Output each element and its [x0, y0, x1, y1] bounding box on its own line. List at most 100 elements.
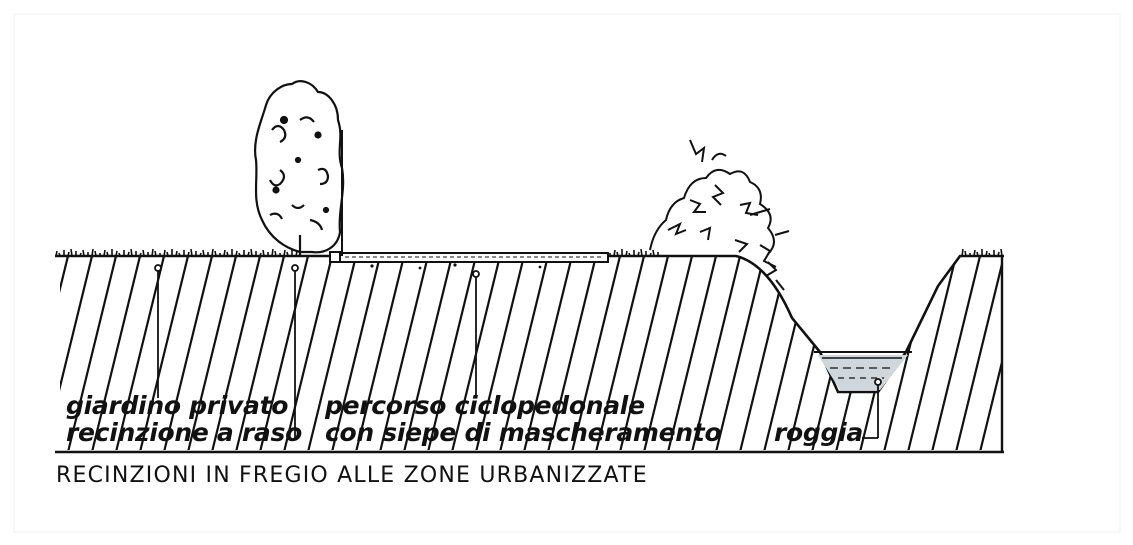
- grass-tick: [58, 252, 61, 257]
- hatch-stroke: [570, 256, 622, 450]
- leader-lines: [154, 264, 882, 439]
- grass-tick: [973, 249, 976, 257]
- grass-tick: [154, 250, 157, 257]
- grass-tick: [250, 248, 253, 257]
- grass-tick: [274, 250, 277, 257]
- grass-tick: [637, 251, 640, 257]
- grass-tick: [976, 251, 979, 257]
- hatch-stroke: [60, 256, 70, 450]
- hatch-stroke: [90, 256, 142, 450]
- hatch-stroke: [690, 256, 742, 450]
- hatch-stroke: [60, 256, 94, 450]
- grass-tick: [649, 252, 652, 257]
- hatch-stroke: [666, 256, 718, 450]
- grass-tick: [223, 249, 226, 257]
- grass-tick: [175, 250, 178, 257]
- grass-tick: [247, 251, 250, 257]
- hatch-stroke: [594, 256, 646, 450]
- grass-tick: [211, 248, 214, 257]
- grass-tick: [166, 251, 169, 257]
- hatch-stroke: [1004, 256, 1052, 452]
- grass-tick: [214, 250, 217, 257]
- hatch-stroke: [66, 256, 118, 450]
- hatch-stroke: [930, 256, 982, 450]
- grass-tick: [199, 252, 202, 257]
- grass-tick: [55, 250, 58, 257]
- hatch-stroke: [330, 256, 382, 450]
- hatch-stroke: [474, 256, 526, 450]
- grass-tick: [238, 252, 241, 257]
- grass-tick: [91, 248, 94, 257]
- grass-tick: [190, 248, 193, 257]
- hatch-stroke: [1076, 256, 1124, 452]
- hatch-stroke: [858, 256, 910, 450]
- hatch-stroke: [882, 256, 934, 450]
- grass-tick: [118, 252, 121, 257]
- hatch-stroke: [954, 256, 1002, 450]
- hatch-stroke: [210, 256, 262, 450]
- grass-tick: [139, 252, 142, 257]
- hatch-stroke: [426, 256, 478, 450]
- grass-tick: [70, 248, 73, 257]
- grass-tick: [271, 248, 274, 257]
- grass-tick: [226, 251, 229, 257]
- label-fence: recinzione a raso: [66, 418, 302, 447]
- paper-edge: [13, 13, 1121, 533]
- grass-tick: [94, 250, 97, 257]
- hatch-stroke: [402, 256, 454, 450]
- label-hedge: con siepe di mascheramento: [325, 418, 721, 447]
- hatch-stroke: [378, 256, 430, 450]
- grass-tick: [1000, 248, 1003, 257]
- grass-tick: [988, 252, 991, 257]
- grass-tick: [961, 248, 964, 257]
- grass-tick: [613, 249, 616, 257]
- grass-tick: [235, 250, 238, 257]
- fence-post: [329, 130, 343, 263]
- hatch-stroke: [1028, 256, 1076, 452]
- hatch-stroke: [138, 256, 190, 450]
- hatch-stroke: [618, 256, 670, 450]
- hatch-stroke: [114, 256, 166, 450]
- grass-tick: [985, 250, 988, 257]
- hatch-stroke: [546, 256, 598, 450]
- grass-tick: [640, 248, 643, 257]
- label-garden: giardino privato: [66, 391, 288, 420]
- grass-tick: [286, 251, 289, 257]
- grass-tick: [178, 252, 181, 257]
- grass-tick: [151, 248, 154, 257]
- hatch-stroke: [978, 256, 1002, 450]
- hatch-stroke: [186, 256, 238, 450]
- ditch-water: [814, 351, 912, 390]
- hatch-stroke: [1052, 256, 1100, 452]
- grass-tick: [115, 250, 118, 257]
- label-ditch: roggia: [774, 418, 863, 447]
- grass-tick: [202, 249, 205, 257]
- bank-vegetation: [649, 139, 790, 291]
- grass-tick: [259, 252, 262, 257]
- grass-tick: [625, 250, 628, 257]
- grass-line: [55, 248, 1003, 257]
- grass-tick: [142, 249, 145, 257]
- hatch-stroke: [522, 256, 574, 450]
- grass-tick: [130, 248, 133, 257]
- ground-hatching: [60, 256, 1124, 452]
- grass-tick: [103, 249, 106, 257]
- drawing-caption: RECINZIONI IN FREGIO ALLE ZONE URBANIZZA…: [56, 463, 648, 488]
- hatch-stroke: [282, 256, 334, 450]
- hatch-stroke: [906, 256, 958, 450]
- hatch-stroke: [258, 256, 310, 450]
- hedge-shrub: [254, 80, 345, 256]
- grass-tick: [106, 251, 109, 257]
- grass-tick: [262, 249, 265, 257]
- grass-tick: [67, 251, 70, 257]
- grass-tick: [187, 251, 190, 257]
- grass-tick: [79, 252, 82, 257]
- grass-tick: [997, 251, 1000, 257]
- grass-tick: [628, 252, 631, 257]
- grass-tick: [127, 251, 130, 257]
- grass-tick: [964, 250, 967, 257]
- grass-tick: [616, 251, 619, 257]
- label-path: percorso ciclopedonale: [324, 391, 645, 420]
- hatch-stroke: [498, 256, 550, 450]
